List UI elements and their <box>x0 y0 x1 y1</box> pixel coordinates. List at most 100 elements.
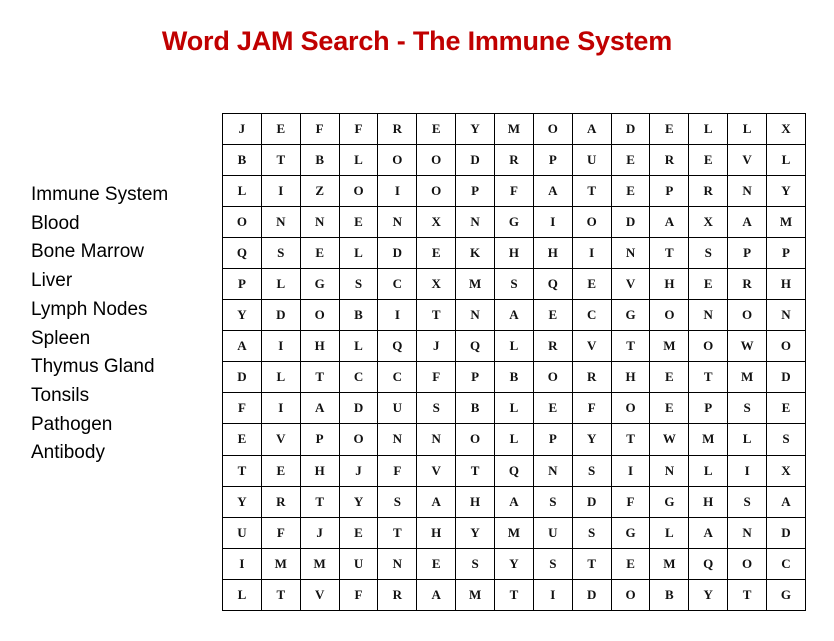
grid-cell: D <box>610 112 651 146</box>
grid-cell: E <box>610 547 651 580</box>
grid-cell: M <box>649 330 690 363</box>
grid-cell: A <box>222 330 262 363</box>
grid-cell: A <box>416 578 457 611</box>
grid-cell: B <box>222 144 262 177</box>
grid-cell: F <box>494 175 534 208</box>
grid-cell: V <box>571 330 612 363</box>
grid-cell: E <box>532 299 573 332</box>
grid-cell: M <box>688 423 729 456</box>
grid-cell: E <box>766 392 806 425</box>
grid-cell: L <box>338 237 379 270</box>
word-list-item: Thymus Gland <box>31 356 155 378</box>
grid-cell: Y <box>571 423 612 456</box>
grid-cell: I <box>727 454 768 487</box>
grid-cell: N <box>299 206 340 239</box>
grid-cell: T <box>260 578 301 611</box>
grid-cell: H <box>494 237 534 270</box>
grid-cell: A <box>688 516 729 549</box>
grid-cell: X <box>766 454 806 487</box>
grid-cell: I <box>377 299 418 332</box>
grid-cell: M <box>494 516 534 549</box>
grid-cell: H <box>455 485 496 518</box>
grid-cell: R <box>377 578 418 611</box>
grid-cell: L <box>688 454 729 487</box>
grid-cell: R <box>260 485 301 518</box>
grid-cell: D <box>377 237 418 270</box>
grid-cell: N <box>377 547 418 580</box>
grid-cell: I <box>571 237 612 270</box>
grid-cell: C <box>377 268 418 301</box>
grid-cell: N <box>727 516 768 549</box>
grid-cell: V <box>260 423 301 456</box>
grid-cell: C <box>377 361 418 394</box>
grid-cell: H <box>416 516 457 549</box>
grid-cell: E <box>649 361 690 394</box>
grid-cell: I <box>222 547 262 580</box>
grid-cell: Y <box>222 485 262 518</box>
grid-cell: X <box>766 112 806 146</box>
grid-cell: S <box>416 392 457 425</box>
word-list-item: Antibody <box>31 442 105 464</box>
word-list-item: Tonsils <box>31 384 90 406</box>
grid-cell: D <box>766 516 806 549</box>
grid-cell: Y <box>338 485 379 518</box>
grid-cell: P <box>727 237 768 270</box>
grid-cell: N <box>455 299 496 332</box>
grid-cell: D <box>455 144 496 177</box>
grid-cell: F <box>571 392 612 425</box>
grid-cell: S <box>455 547 496 580</box>
grid-cell: Q <box>688 547 729 580</box>
grid-cell: B <box>299 144 340 177</box>
grid-cell: I <box>260 330 301 363</box>
grid-cell: O <box>338 175 379 208</box>
grid-cell: A <box>571 112 612 146</box>
grid-cell: G <box>610 299 651 332</box>
grid-cell: O <box>222 206 262 239</box>
grid-cell: N <box>610 237 651 270</box>
grid-cell: T <box>494 578 534 611</box>
grid-cell: L <box>727 423 768 456</box>
grid-cell: A <box>494 485 534 518</box>
grid-cell: T <box>610 330 651 363</box>
grid-cell: R <box>727 268 768 301</box>
grid-cell: Q <box>377 330 418 363</box>
grid-cell: I <box>610 454 651 487</box>
grid-cell: L <box>260 268 301 301</box>
grid-cell: P <box>649 175 690 208</box>
word-list-item: Liver <box>31 270 73 292</box>
grid-cell: L <box>649 516 690 549</box>
grid-cell: T <box>688 361 729 394</box>
grid-cell: J <box>222 112 262 146</box>
grid-cell: M <box>727 361 768 394</box>
grid-cell: M <box>494 112 534 146</box>
word-list-item: Pathogen <box>31 413 113 435</box>
grid-cell: E <box>260 112 301 146</box>
word-list-item: Spleen <box>31 327 91 349</box>
grid-cell: O <box>727 547 768 580</box>
grid-cell: P <box>532 144 573 177</box>
grid-cell: F <box>260 516 301 549</box>
grid-cell: T <box>571 175 612 208</box>
grid-cell: Z <box>299 175 340 208</box>
grid-cell: T <box>571 547 612 580</box>
grid-cell: D <box>222 361 262 394</box>
grid-cell: T <box>299 485 340 518</box>
grid-cell: H <box>299 330 340 363</box>
grid-cell: Y <box>766 175 806 208</box>
grid-cell: O <box>416 175 457 208</box>
grid-cell: E <box>649 112 690 146</box>
grid-cell: C <box>766 547 806 580</box>
grid-cell: P <box>688 392 729 425</box>
grid-cell: P <box>455 175 496 208</box>
grid-cell: N <box>455 206 496 239</box>
grid-cell: R <box>377 112 418 146</box>
